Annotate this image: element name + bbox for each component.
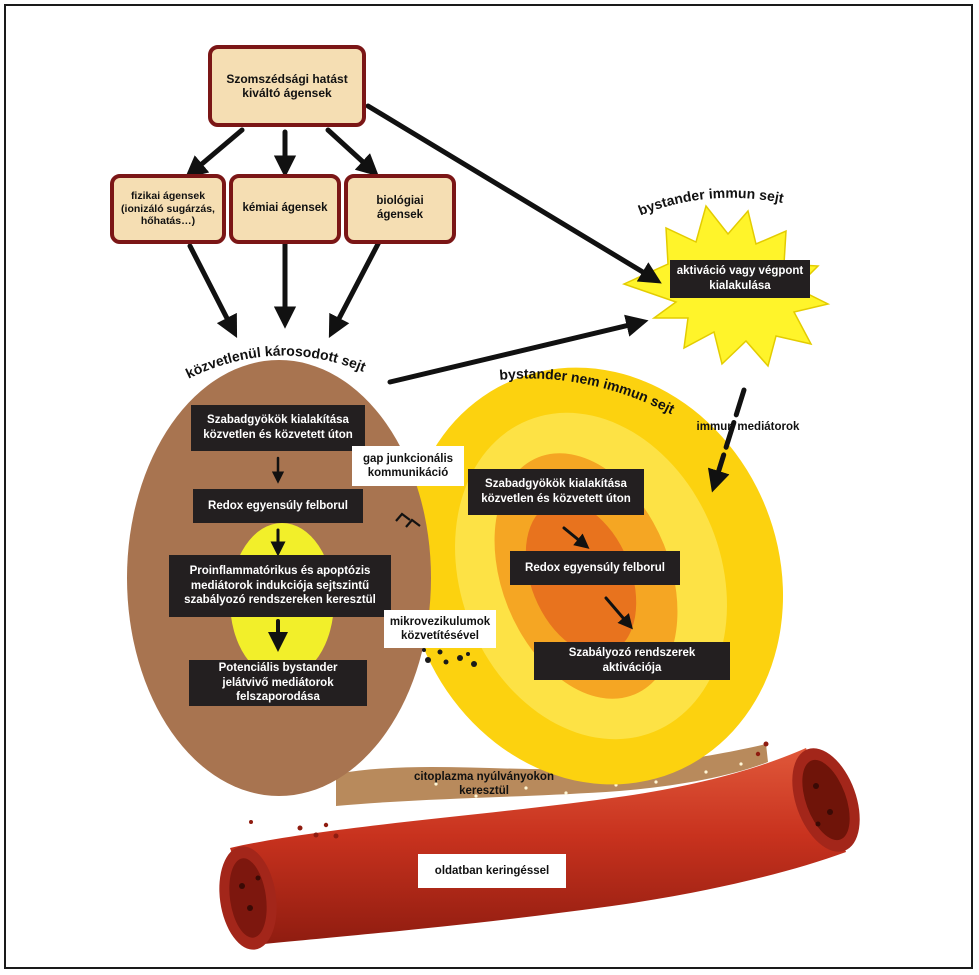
immune-activation-box: aktiváció vagy végpont kialakulása	[670, 260, 810, 298]
microvesicle-dots	[422, 648, 477, 667]
gap-junction-label: gap junkcionális kommunikáció	[352, 446, 464, 486]
arrow-immune-mediators	[707, 387, 747, 493]
diagram-frame: közvetlenül károsodott sejt bystander im…	[4, 4, 973, 969]
flow-arrows	[184, 103, 747, 652]
arrow-nonimmune-step2-3	[604, 596, 633, 630]
direct-step-free-radicals: Szabadgyökök kialakítása közvetlen és kö…	[191, 405, 365, 451]
agent-top-box: Szomszédsági hatást kiváltó ágensek	[208, 45, 366, 127]
agent-biological-box: biológiai ágensek	[344, 174, 456, 244]
agent-physical-box: fizikai ágensek (ionizáló sugárzás, hőha…	[110, 174, 226, 244]
direct-step-redox: Redox egyensúly felborul	[193, 489, 363, 523]
gap-junction-symbol	[395, 512, 421, 528]
agent-chemical-box: kémiai ágensek	[229, 174, 341, 244]
cytoplasm-bridge	[336, 744, 768, 806]
immune-mediators-label: immun mediátorok	[696, 421, 800, 433]
arrow-physical-to-cell	[187, 243, 238, 339]
arrow-top-to-physical	[184, 127, 245, 179]
arrow-biological-to-cell	[328, 239, 382, 338]
direct-step-bystander-mediators: Potenciális bystander jelátvivő mediátor…	[189, 660, 367, 706]
direct-step-proinflammatory: Proinflammatórikus és apoptózis mediátor…	[169, 555, 391, 617]
nonimmune-step-free-radicals: Szabadgyökök kialakítása közvetlen és kö…	[468, 469, 644, 515]
nonimmune-step-regulation: Szabályozó rendszerek aktivációja	[534, 642, 730, 680]
arrow-top-to-immune	[365, 103, 662, 284]
nonimmune-step-redox: Redox egyensúly felborul	[510, 551, 680, 585]
circulating-particles	[249, 741, 769, 839]
cytoplasm-label: citoplazma nyúlványokon keresztül	[414, 771, 554, 798]
arrow-cell-to-immune	[387, 314, 649, 385]
circulation-label: oldatban keringéssel	[418, 854, 566, 888]
arrow-nonimmune-step1-2	[562, 526, 590, 549]
microvesicles-label: mikrovezikulumok közvetítésével	[384, 610, 496, 648]
arrow-top-to-biological	[325, 127, 379, 177]
blood-vessel	[219, 748, 860, 950]
